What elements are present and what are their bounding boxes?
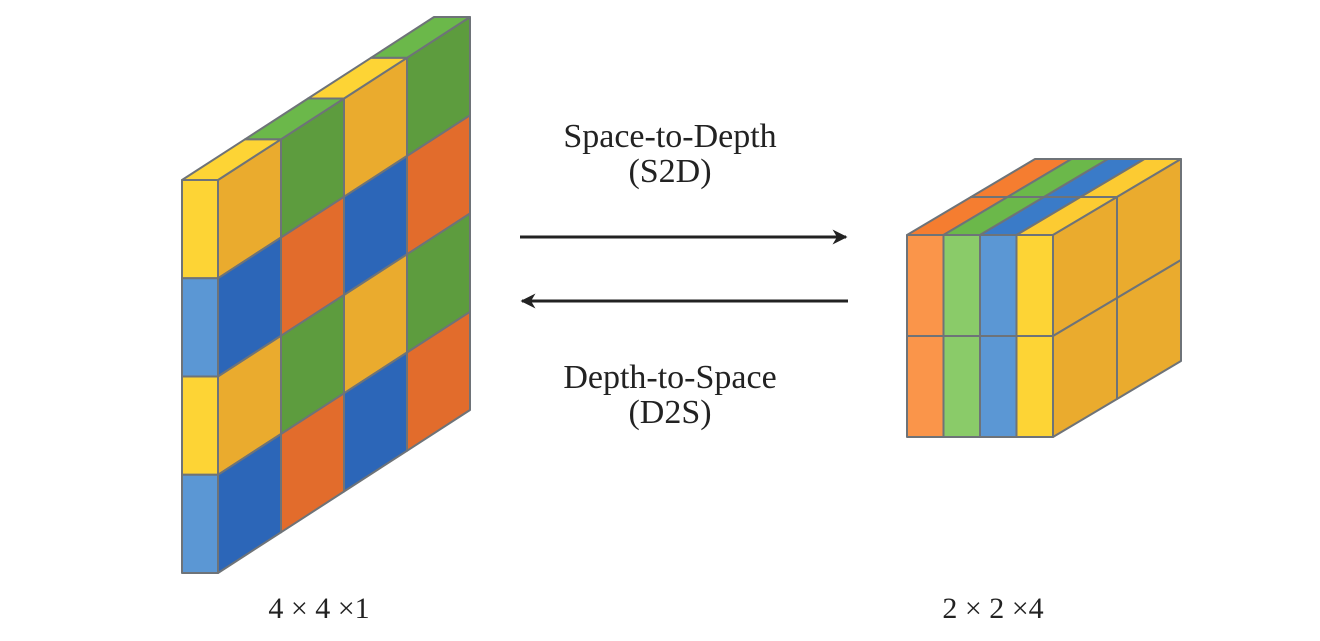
right-dims-label: 2 × 2 ×4 [942, 592, 1043, 625]
d2s-abbr: (D2S) [628, 394, 711, 431]
front-strip-ch0-top [906, 234, 945, 337]
left-edge-cell-r3 [181, 473, 219, 574]
left-edge-cell-r1 [181, 277, 219, 378]
front-strip-ch2-top [979, 234, 1018, 337]
front-strip-ch3-bottom [1015, 335, 1054, 438]
s2d-title: Space-to-Depth [563, 118, 776, 155]
tensor-2x2x4 [906, 158, 1182, 438]
d2s-title: Depth-to-Space [563, 359, 776, 396]
front-strip-ch1-bottom [942, 335, 981, 438]
face-cell-r3-c3 [406, 310, 471, 452]
left-edge-cell-r2 [181, 375, 219, 476]
s2d-abbr: (S2D) [628, 153, 711, 190]
left-edge-cell-r0 [181, 179, 219, 280]
tensor-4x4x1 [181, 16, 471, 574]
top-edge-cell-c3 [370, 16, 471, 59]
left-dims-label: 4 × 4 ×1 [268, 592, 369, 625]
front-strip-ch1-top [942, 234, 981, 337]
front-strip-ch2-bottom [979, 335, 1018, 438]
front-strip-ch0-bottom [906, 335, 945, 438]
front-strip-ch3-top [1015, 234, 1054, 337]
side-cell-d1-r1 [1116, 259, 1182, 400]
